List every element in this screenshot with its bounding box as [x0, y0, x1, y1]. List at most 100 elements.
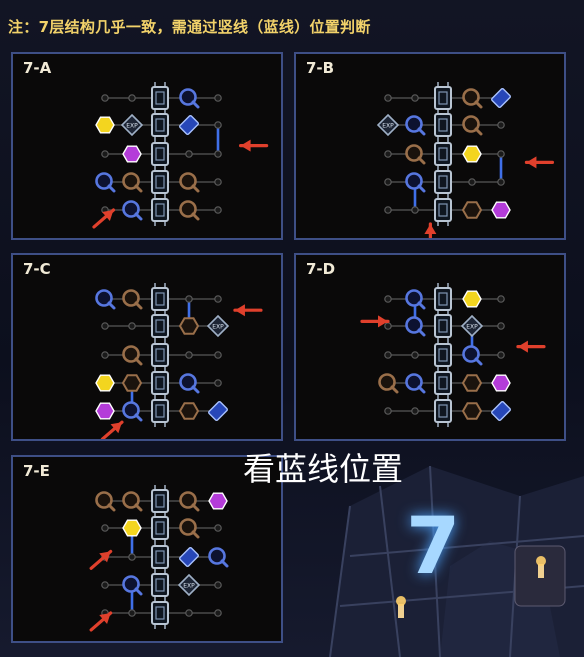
red-arrow-icon [360, 315, 390, 328]
dot-node [214, 609, 222, 617]
puzzle-grid: EXP [360, 283, 546, 427]
dot-node [185, 609, 193, 617]
dot-node [214, 150, 222, 158]
dot-node [384, 94, 392, 102]
dot-node [101, 322, 109, 330]
brown-ring-node [95, 491, 116, 512]
brown-ring-node [122, 289, 143, 310]
frame-node [434, 86, 452, 110]
svg-text:EXP: EXP [126, 123, 138, 130]
dot-node [214, 351, 222, 359]
dot-node [214, 379, 222, 387]
dot-node [214, 295, 222, 303]
blue-ring-node [405, 373, 426, 394]
dot-node [185, 150, 193, 158]
blue-ring-node [122, 575, 143, 596]
brown-ring-node [462, 115, 483, 136]
dot-node [101, 150, 109, 158]
purple-hex-node [491, 201, 511, 219]
exp-node: EXP [177, 573, 201, 597]
brown-ring-node [179, 200, 200, 221]
dot-node [384, 178, 392, 186]
panel-title: 7-E [23, 462, 50, 480]
svg-text:EXP: EXP [183, 583, 195, 590]
card-node [179, 115, 199, 135]
dot-node [497, 150, 505, 158]
blue-ring-node [405, 172, 426, 193]
dot-node [384, 295, 392, 303]
exp-node: EXP [120, 113, 144, 137]
frame-node [434, 371, 452, 395]
blue-ring-node [405, 316, 426, 337]
dot-node [128, 94, 136, 102]
blue-ring-node [122, 200, 143, 221]
card-node [491, 88, 511, 108]
red-arrow-icon [424, 222, 437, 238]
frame-node [151, 371, 169, 395]
card-node [208, 401, 228, 421]
dark-hex-node [121, 374, 143, 392]
dot-node [384, 351, 392, 359]
brown-ring-node [405, 144, 426, 165]
background-castle-art [329, 465, 584, 657]
yellow-hex-node [122, 519, 142, 537]
dot-node [411, 94, 419, 102]
brown-ring-node [122, 345, 143, 366]
note-text: 注：7层结构几乎一致，需通过竖线（蓝线）位置判断 [8, 18, 371, 36]
panel-title: 7-C [23, 260, 51, 278]
blue-ring-node [179, 373, 200, 394]
dot-node [101, 581, 109, 589]
frame-node [151, 399, 169, 423]
dot-node [214, 121, 222, 129]
red-arrow-icon [89, 611, 113, 632]
yellow-hex-node [95, 374, 115, 392]
red-arrow-icon [233, 304, 263, 317]
dark-hex-node [178, 317, 200, 335]
frame-node [434, 142, 452, 166]
puzzle-grid: EXP [89, 485, 229, 632]
purple-hex-node [95, 402, 115, 420]
dot-node [384, 150, 392, 158]
red-arrow-icon [89, 549, 113, 570]
dot-node [101, 524, 109, 532]
dot-node [497, 121, 505, 129]
dot-node [214, 206, 222, 214]
dot-node [497, 351, 505, 359]
puzzle-grid: EXP [376, 82, 555, 238]
exp-node: EXP [376, 113, 400, 137]
panel-title: 7-A [23, 59, 52, 77]
frame-node [151, 142, 169, 166]
puzzle-grid: EXP [95, 283, 263, 439]
card-node [491, 401, 511, 421]
dot-node [411, 206, 419, 214]
panel-title: 7-D [306, 260, 336, 278]
blue-ring-node [208, 547, 229, 568]
frame-node [151, 601, 169, 625]
frame-node [151, 170, 169, 194]
dot-node [384, 407, 392, 415]
purple-hex-node [208, 492, 228, 510]
frame-node [151, 113, 169, 137]
dot-node [128, 322, 136, 330]
blue-ring-node [179, 88, 200, 109]
blue-ring-node [405, 289, 426, 310]
brown-ring-node [179, 172, 200, 193]
dot-node [411, 351, 419, 359]
blue-ring-node [462, 345, 483, 366]
brown-ring-node [378, 373, 399, 394]
svg-text:EXP: EXP [382, 123, 394, 130]
dot-node [384, 206, 392, 214]
frame-node [151, 573, 169, 597]
puzzle-panel: 7-C EXP [11, 253, 283, 441]
frame-node [434, 287, 452, 311]
blue-ring-node [95, 289, 116, 310]
dot-node [497, 322, 505, 330]
frame-node [151, 545, 169, 569]
frame-node [151, 343, 169, 367]
frame-node [151, 489, 169, 513]
dark-hex-node [461, 374, 483, 392]
dot-node [214, 94, 222, 102]
frame-node [151, 198, 169, 222]
dot-node [497, 178, 505, 186]
yellow-hex-node [462, 145, 482, 163]
